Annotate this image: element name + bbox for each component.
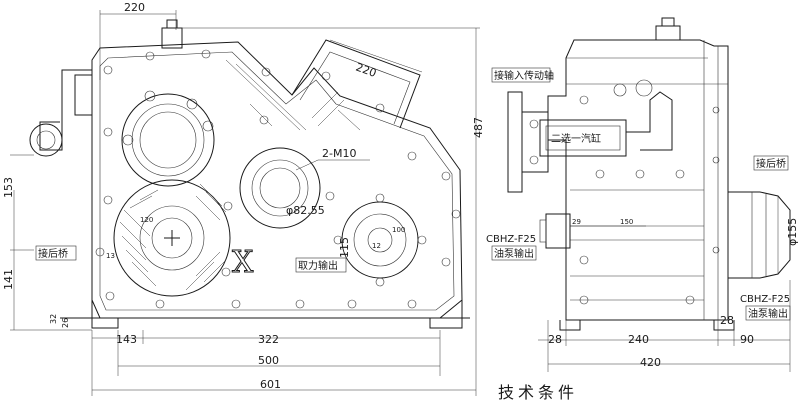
label-cylinder: 二选一汽缸 — [551, 132, 601, 145]
front-view: 220 220 2-M10 φ82.55 — [2, 1, 485, 396]
dim-base-26: 26 — [61, 318, 70, 328]
lower-left-gear — [113, 179, 231, 297]
label-rear-axle: 接后桥 — [38, 247, 68, 260]
dim-small-120: 120 — [140, 216, 153, 224]
pump-right-label: 油泵输出 — [748, 307, 788, 320]
side-view: φ155 150 29 接输入传动轴 二选一汽缸 接后桥 CBHZ-F25 — [486, 17, 799, 372]
dim-w601: 601 — [260, 378, 281, 391]
label-frame-input-shaft — [491, 67, 551, 83]
dim-base-32: 32 — [49, 314, 58, 324]
label-frame-side-rear-axle — [753, 155, 789, 171]
pump-left-model: CBHZ-F25 — [486, 234, 536, 245]
dim-top-width: 220 — [124, 1, 145, 14]
bolt-spec: 2-M10 — [322, 147, 356, 160]
left-coupling — [29, 123, 63, 157]
dim-total-height: 487 — [472, 117, 485, 138]
dim-side-420: 420 — [640, 356, 661, 369]
label-frame-pto — [295, 257, 347, 273]
dim-small-100: 100 — [392, 226, 405, 234]
label-frame-pump-left — [491, 245, 537, 261]
dim-w322: 322 — [258, 333, 279, 346]
section-letter: X — [232, 245, 254, 280]
dim-29: 29 — [572, 218, 581, 226]
dim-flange-155: φ155 — [786, 218, 799, 246]
label-input-shaft: 接输入传动轴 — [494, 69, 554, 82]
shift-cylinder — [539, 119, 627, 157]
label-frame-rear-axle — [35, 245, 77, 261]
dim-slant-width: 220 — [354, 61, 378, 80]
output-flange — [727, 191, 791, 279]
pto-gear — [341, 201, 419, 279]
dim-height-141: 141 — [2, 269, 15, 290]
casing-outline — [91, 41, 463, 319]
dim-side-90: 90 — [740, 333, 754, 346]
side-breather — [655, 25, 681, 41]
side-bolts — [579, 95, 720, 305]
technical-conditions-title: 技术条件 — [498, 383, 578, 402]
middle-gear — [239, 147, 321, 229]
flange-diameter: φ82.55 — [286, 204, 325, 217]
dim-small-13: 13 — [106, 252, 115, 260]
dim-height-153: 153 — [2, 177, 15, 198]
pump-left-label: 油泵输出 — [494, 247, 534, 260]
input-flange — [507, 91, 523, 193]
dim-150: 150 — [620, 218, 633, 226]
dim-w500: 500 — [258, 354, 279, 367]
dim-shaft-115: 115 — [338, 237, 351, 258]
dim-side-28-left: 28 — [548, 333, 562, 346]
label-side-rear-axle: 接后桥 — [756, 157, 786, 170]
dim-small-12: 12 — [372, 242, 381, 250]
pump-right-model: CBHZ-F25 — [740, 294, 790, 305]
dim-side-240: 240 — [628, 333, 649, 346]
label-pto-output: 取力输出 — [298, 259, 338, 272]
casing-bolts — [95, 49, 461, 309]
upper-gear — [121, 93, 215, 187]
side-casing — [547, 39, 729, 321]
dim-side-28-right: 28 — [720, 314, 734, 327]
dim-w143: 143 — [116, 333, 137, 346]
